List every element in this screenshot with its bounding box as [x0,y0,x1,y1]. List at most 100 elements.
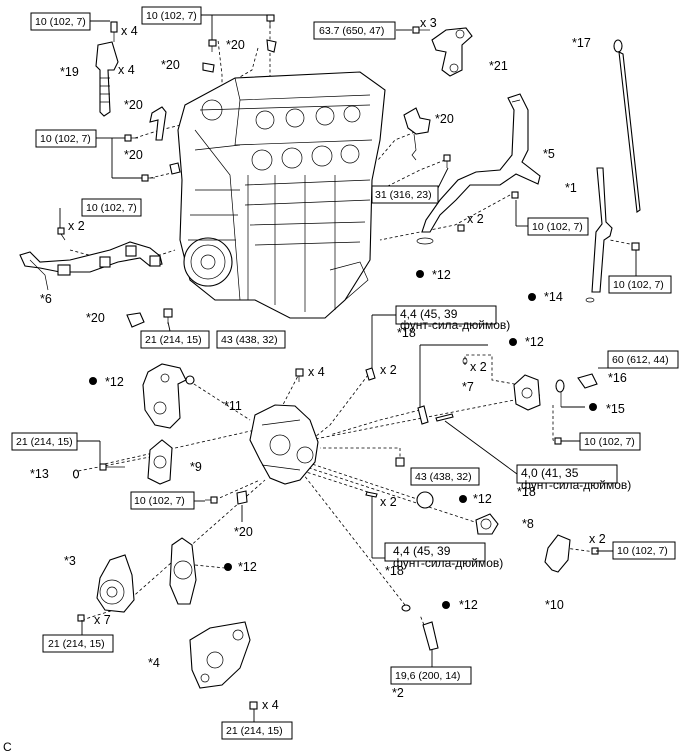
callout-1: *1 [565,181,577,195]
torque-label: 31 (316, 23) [375,189,432,201]
qty-label: x 2 [589,532,606,546]
torque-label: 4,4 (45, 39 [393,544,451,558]
callout-20: *20 [161,58,180,72]
part-17-dipstick [613,39,641,213]
part-7-bracket [462,357,541,411]
part-6-wire-harness [19,227,163,291]
torque-label: 43 (438, 32) [221,334,278,346]
figure-code: C [3,740,12,754]
torque-label: 60 (612, 44) [612,354,669,366]
qty-label: x 4 [121,24,138,38]
part-20-brackets [126,106,431,505]
part-21-bracket [412,26,473,77]
callout-18: *18 [517,485,536,499]
new-part-markers [89,270,597,609]
qty-label: x 2 [68,219,85,233]
torque-label: 19,6 (200, 14) [395,670,460,682]
callout-20: *20 [435,112,454,126]
callout-14: *14 [544,290,563,304]
callout-3: *3 [64,554,76,568]
callout-4: *4 [148,656,160,670]
part-12-pump-gasket [169,537,197,605]
callout-labels: *17 *1 *2 *3 *4 *5 *6 *7 *8 *9 *10 *11 *… [30,36,627,700]
part-7-bolt [554,437,562,445]
marker-dot [589,403,597,411]
callout-8: *8 [522,517,534,531]
part-11-water-outlet [249,368,319,485]
part-3-water-pump [77,554,135,622]
part-4-bracket [189,621,258,710]
callout-11: *11 [224,399,242,413]
ignition-coil [95,21,119,117]
part-1-dipstick-guide [585,167,640,303]
callout-9: *9 [190,460,202,474]
torque-label: 4,0 (41, 35 [521,466,579,480]
qty-label: x 4 [262,698,279,712]
quantity-labels: x 4 x 4 x 3 x 2 x 2 x 4 x 2 x 2 x 2 x 2 … [68,16,606,712]
torque-unit-label: фунт-сила-дюймов) [400,318,510,332]
torque-specs: 10 (102, 7) 10 (102, 7) 63.7 (650, 47) 1… [11,6,679,740]
part-20-lower-bolt [205,496,218,504]
callout-7: *7 [462,380,474,394]
part-2-temperature-sensor [401,604,439,651]
part-sensor-20 [163,308,173,324]
callout-12: *12 [238,560,257,574]
torque-label: 63.7 (650, 47) [319,25,384,37]
qty-label: x 3 [420,16,437,30]
callout-19: *19 [60,65,79,79]
marker-dot [442,601,450,609]
part-12-gasket-left [142,363,195,429]
torque-label: 10 (102, 7) [35,16,86,28]
torque-label: 10 (102, 7) [613,279,664,291]
callout-17: *17 [572,36,591,50]
part-9-bracket [72,439,173,485]
callout-10: *10 [545,598,564,612]
torque-label: 10 (102, 7) [146,10,197,22]
torque-unit-label: фунт-сила-дюймов) [521,478,631,492]
torque-label: 21 (214, 15) [48,638,105,650]
engine-assembly [177,71,386,319]
callout-6: *6 [40,292,52,306]
qty-label: x 2 [467,212,484,226]
callout-12: *12 [473,492,492,506]
callout-15: *15 [606,402,625,416]
marker-dot [416,270,424,278]
torque-label: 21 (214, 15) [226,725,283,737]
torque-label: 43 (438, 32) [415,471,472,483]
callout-5: *5 [543,147,555,161]
torque-label: 10 (102, 7) [532,221,583,233]
qty-label: x 2 [380,495,397,509]
torque-label: 21 (214, 15) [16,436,73,448]
qty-label: x 2 [380,363,397,377]
qty-label: x 7 [94,613,111,627]
callout-12: *12 [525,335,544,349]
torque-label: 10 (102, 7) [584,436,635,448]
part-8-thermostat [395,457,499,535]
callout-18: *18 [397,326,416,340]
part-18-studs [365,367,454,498]
callout-12: *12 [432,268,451,282]
callout-13: *13 [30,467,49,481]
torque-label: 21 (214, 15) [145,334,202,346]
part-16-sensor [555,373,598,407]
callout-20: *20 [226,38,245,52]
marker-dot [459,495,467,503]
torque-label: 10 (102, 7) [134,495,185,507]
callout-16: *16 [608,371,627,385]
leader-lines [59,14,637,722]
marker-dot [224,563,232,571]
callout-18: *18 [385,564,404,578]
torque-label: 4,4 (45, 39 [400,307,458,321]
qty-label: x 2 [470,360,487,374]
marker-dot [528,293,536,301]
callout-20: *20 [124,98,143,112]
callout-21: *21 [489,59,508,73]
torque-label: 10 (102, 7) [40,133,91,145]
marker-dot [509,338,517,346]
qty-label: x 4 [308,365,325,379]
callout-2: *2 [392,686,404,700]
callout-12: *12 [105,375,124,389]
torque-label: 10 (102, 7) [86,202,137,214]
callout-12: *12 [459,598,478,612]
